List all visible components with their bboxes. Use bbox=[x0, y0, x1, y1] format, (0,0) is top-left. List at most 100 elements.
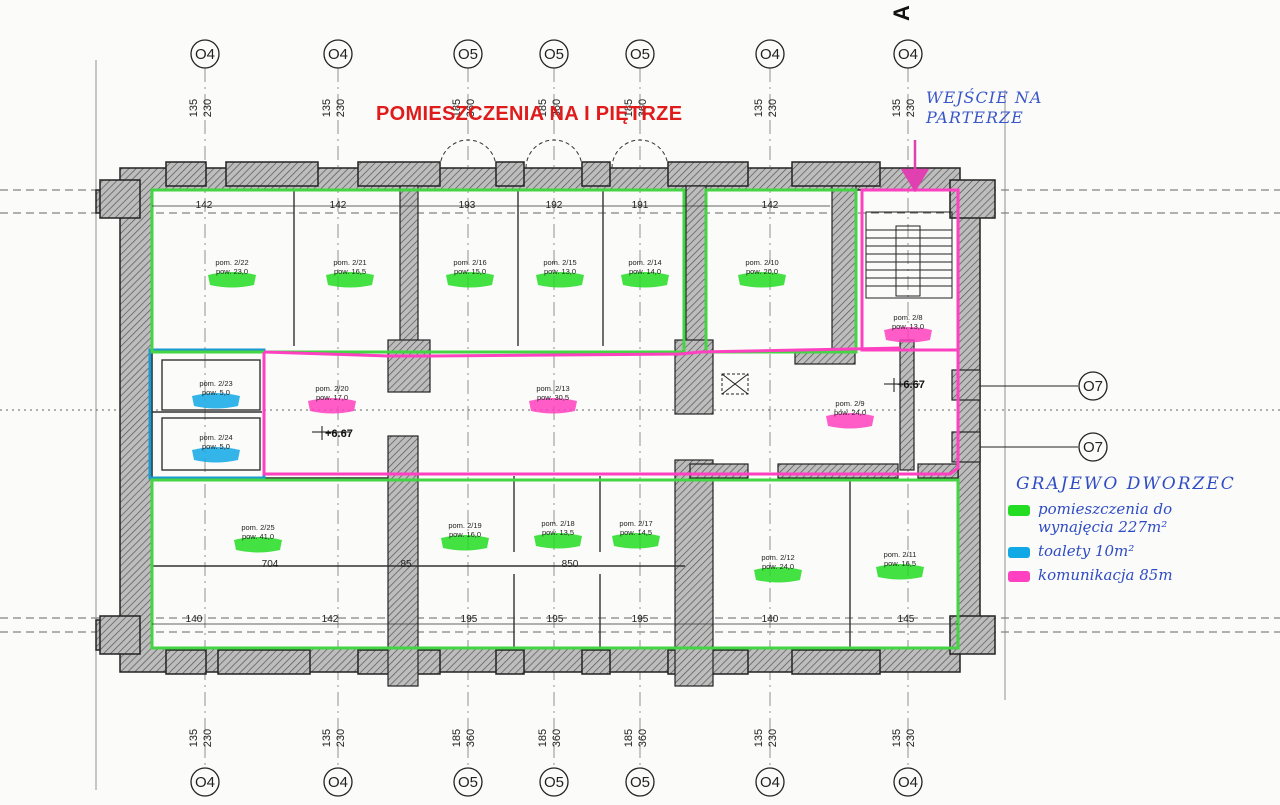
entry-arrow bbox=[900, 140, 930, 193]
room-highlight bbox=[612, 533, 660, 549]
room-highlight bbox=[738, 272, 786, 288]
axis-offset-label: 230 bbox=[767, 729, 779, 747]
section-mark: A bbox=[889, 5, 914, 21]
dimension-label: 195 bbox=[461, 614, 478, 625]
axis-offset-label: 360 bbox=[551, 729, 563, 747]
room-highlight bbox=[234, 537, 282, 553]
room-area: pow. 15,0 bbox=[454, 267, 486, 276]
room-number: pom. 2/21 bbox=[333, 258, 366, 267]
axis-bubble-top-label: O5 bbox=[630, 46, 650, 63]
room-area: pow. 5,0 bbox=[202, 388, 230, 397]
room-number: pom. 2/22 bbox=[215, 258, 248, 267]
axis-bubble-top: O5 bbox=[625, 39, 655, 69]
room-number: pom. 2/25 bbox=[241, 523, 274, 532]
room-area: pow. 24,0 bbox=[834, 408, 866, 417]
axis-offset-label: 230 bbox=[202, 99, 214, 117]
axis-bubble-top-label: O5 bbox=[458, 46, 478, 63]
entry-note: WEJŚCIE NA PARTERZE bbox=[926, 88, 1046, 128]
dimension-label: 192 bbox=[546, 200, 563, 211]
dimension-label: 191 bbox=[632, 200, 649, 211]
axis-offset-label: 360 bbox=[465, 99, 477, 117]
room-area: pow. 16,5 bbox=[884, 559, 916, 568]
axis-bubble-bottom-label: O4 bbox=[898, 774, 918, 791]
legend: GRAJEWO DWORZEC pomieszczenia do wynajęc… bbox=[1008, 474, 1280, 584]
room-area: pow. 14,0 bbox=[629, 267, 661, 276]
axis-bubble-right-label: O7 bbox=[1083, 439, 1103, 456]
room-highlight bbox=[621, 272, 669, 288]
room-area: pow. 5,0 bbox=[202, 442, 230, 451]
level-mark-2: +6.67 bbox=[897, 379, 925, 391]
axis-bubble-right: O7 bbox=[1078, 371, 1108, 401]
legend-title: GRAJEWO DWORZEC bbox=[1016, 474, 1236, 494]
axis-offset-label: 185 bbox=[623, 729, 635, 747]
room-number: pom. 2/11 bbox=[884, 550, 917, 559]
highlight-outlines bbox=[150, 188, 960, 650]
axis-offset-label: 185 bbox=[623, 99, 635, 117]
axis-bubble-bottom-label: O5 bbox=[630, 774, 650, 791]
dimension-label: 195 bbox=[632, 614, 649, 625]
dimension-label: 704 bbox=[262, 559, 279, 570]
entry-note-line1: WEJŚCIE NA bbox=[926, 88, 1043, 107]
axis-bubble-bottom: O4 bbox=[755, 767, 785, 797]
axis-bubble-bottom-label: O5 bbox=[458, 774, 478, 791]
room-highlight bbox=[192, 393, 240, 409]
legend-item-line: wynajęcia 227m² bbox=[1038, 518, 1168, 536]
axis-offset-label: 135 bbox=[188, 729, 200, 747]
legend-item-communication: komunikacja 85m bbox=[1008, 566, 1280, 584]
level-marks bbox=[312, 378, 920, 440]
room-highlight bbox=[326, 272, 374, 288]
dimension-label: 85 bbox=[400, 559, 412, 570]
axis-bubble-bottom: O5 bbox=[539, 767, 569, 797]
axis-offset-label: 360 bbox=[637, 99, 649, 117]
room-number: pom. 2/19 bbox=[448, 521, 481, 530]
room-number: pom. 2/8 bbox=[893, 313, 922, 322]
axis-bubble-bottom: O5 bbox=[625, 767, 655, 797]
room-area: pow. 23,0 bbox=[216, 267, 248, 276]
dimension-label: 193 bbox=[459, 200, 476, 211]
room-area: pow. 17,0 bbox=[316, 393, 348, 402]
room-highlight bbox=[529, 398, 577, 414]
room-highlight bbox=[884, 327, 932, 343]
axis-bubble-top-label: O4 bbox=[328, 46, 348, 63]
partitions bbox=[148, 190, 851, 648]
axis-offset-label: 360 bbox=[465, 729, 477, 747]
axis-offset-label: 230 bbox=[335, 99, 347, 117]
room-number: pom. 2/15 bbox=[543, 258, 576, 267]
door-arcs bbox=[439, 139, 669, 169]
axis-offset-label: 360 bbox=[551, 99, 563, 117]
room-area: pow. 13,0 bbox=[892, 322, 924, 331]
room-area: pow. 16,0 bbox=[449, 530, 481, 539]
axis-offset-label: 230 bbox=[767, 99, 779, 117]
axis-offset-label: 135 bbox=[753, 729, 765, 747]
level-mark-1: +6.67 bbox=[325, 428, 353, 440]
room-highlight bbox=[826, 413, 874, 429]
dimension-label: 142 bbox=[196, 200, 213, 211]
room-highlight bbox=[754, 567, 802, 583]
room-highlight bbox=[441, 535, 489, 551]
dimension-label: 142 bbox=[322, 614, 339, 625]
room-number: pom. 2/14 bbox=[628, 258, 661, 267]
axis-bubble-top: O5 bbox=[539, 39, 569, 69]
room-highlight bbox=[534, 533, 582, 549]
axis-bubble-top: O4 bbox=[323, 39, 353, 69]
room-area: pow. 41,0 bbox=[242, 532, 274, 541]
axis-offset-label: 185 bbox=[537, 729, 549, 747]
axis-bubble-bottom-label: O4 bbox=[760, 774, 780, 791]
axis-bubble-top-label: O4 bbox=[898, 46, 918, 63]
axis-bubble-right: O7 bbox=[1078, 432, 1108, 462]
legend-item-line: toalety 10m² bbox=[1038, 542, 1135, 560]
room-number: pom. 2/17 bbox=[619, 519, 652, 528]
